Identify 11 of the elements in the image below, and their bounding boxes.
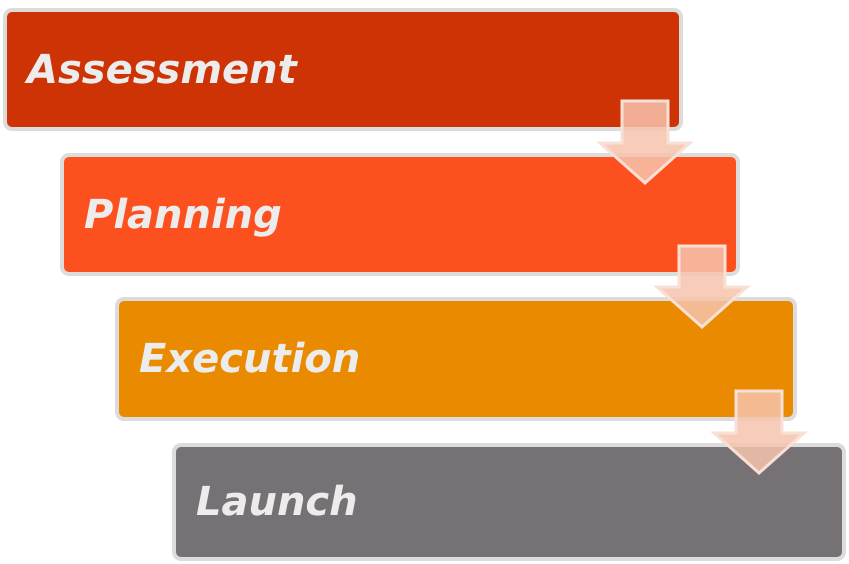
stage-label: Planning	[84, 192, 282, 238]
process-box	[115, 297, 797, 421]
process-box	[172, 443, 846, 561]
process-box	[60, 153, 740, 276]
block-arrow	[710, 390, 808, 475]
block-arrow	[653, 244, 751, 329]
process-box	[3, 8, 683, 131]
stage-label: Assessment	[27, 46, 297, 92]
stage-label: Execution	[139, 336, 360, 382]
block-arrow	[596, 100, 694, 185]
stage-label: Launch	[196, 479, 358, 525]
